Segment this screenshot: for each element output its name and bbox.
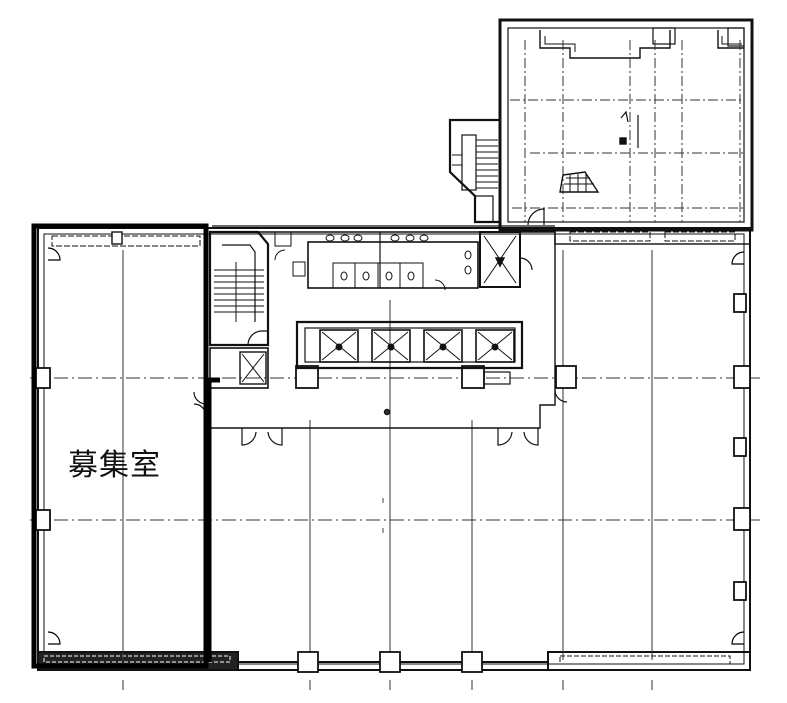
vacant-room-label: 募集室 <box>68 448 161 483</box>
stair-upper <box>448 118 545 226</box>
columns <box>35 293 751 673</box>
core-elevators <box>295 320 524 385</box>
structural-grid <box>30 250 760 690</box>
highlighted-room-outline <box>31 223 745 669</box>
core-restrooms <box>274 231 533 291</box>
upper-annex <box>498 18 754 232</box>
